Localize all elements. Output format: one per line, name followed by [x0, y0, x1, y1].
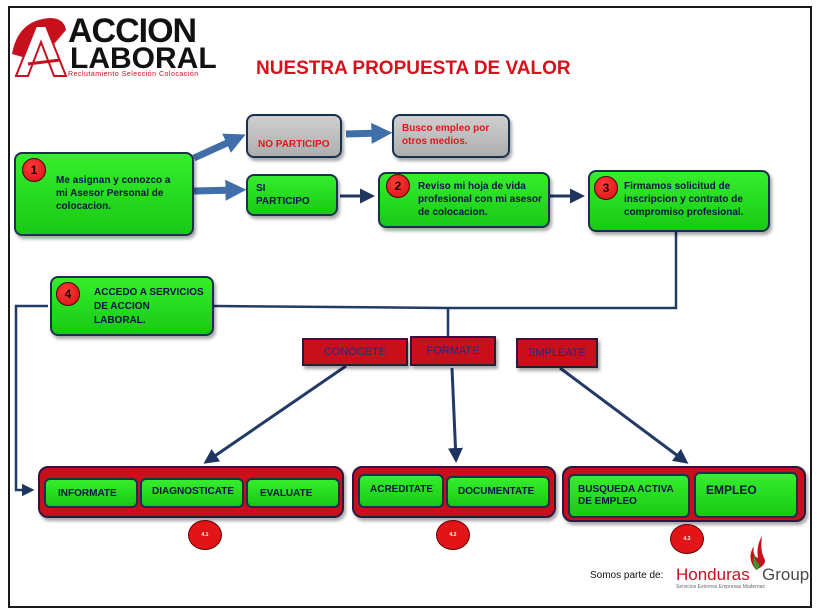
- step-1-badge: 1: [22, 158, 46, 182]
- brand-word-honduras: Honduras: [676, 565, 750, 584]
- logo-word-laboral: LABORAL: [70, 42, 217, 75]
- no-participo-text: NO PARTICIPO: [258, 139, 330, 150]
- arrow-step1-to-si-participo: [193, 179, 247, 201]
- line-step4-to-group1: [14, 304, 48, 497]
- busco-empleo-box: Busco empleo por otros medios.: [392, 114, 510, 158]
- informate-box: INFORMATE: [44, 478, 138, 508]
- step-3-text: Firmamos solicitud de inscripcion y cont…: [624, 181, 744, 218]
- group-4-1: INFORMATE DIAGNOSTICATE EVALUATE: [38, 466, 344, 518]
- slide-frame: [8, 6, 812, 608]
- step-4-text: ACCEDO A SERVICIOS DE ACCION LABORAL.: [94, 287, 204, 326]
- logo-a-mark-icon: [12, 18, 68, 77]
- conocete-box: CONOCETE: [302, 338, 408, 366]
- brand-word-group: Group: [762, 565, 810, 584]
- si-participo-text: SI PARTICIPO: [256, 183, 310, 207]
- group-4-3: BUSQUEDA ACTIVA DE EMPLEO EMPLEO: [562, 466, 806, 522]
- arrow-step1-to-no-participo: [192, 133, 246, 162]
- arrow-no-participo-to-busco: [345, 122, 393, 144]
- arrow-empleate-to-group3: [559, 366, 689, 464]
- logo-tagline: Reclutamiento Selección Colocación: [68, 71, 199, 78]
- step-3-badge: 3: [594, 176, 618, 200]
- badge-4-3: 4.3: [670, 524, 704, 554]
- page-title: NUESTRA PROPUESTA DE VALOR: [256, 58, 571, 79]
- step-3-box: Firmamos solicitud de inscripcion y cont…: [588, 170, 770, 232]
- step-1-text: Me asignan y conozco a mi Asesor Persona…: [56, 175, 171, 212]
- flame-icon: [750, 536, 765, 570]
- line-step3-to-services: [448, 232, 678, 310]
- step-2-text: Reviso mi hoja de vida profesional con m…: [418, 181, 542, 218]
- step-4-badge: 4: [56, 282, 80, 306]
- evaluate-box: EVALUATE: [246, 478, 340, 508]
- empleo-box: EMPLEO: [694, 472, 798, 518]
- no-participo-box: NO PARTICIPO: [246, 114, 342, 158]
- formate-box: FORMATE: [410, 336, 496, 366]
- diagnosticate-box: DIAGNOSTICATE: [140, 478, 244, 508]
- empleate-box: EMPLEATE: [516, 338, 598, 368]
- acreditate-box: ACREDITATE: [358, 474, 444, 508]
- arrow-conocete-to-group1: [203, 364, 347, 464]
- line-service-bar: [213, 304, 449, 310]
- si-participo-box: SI PARTICIPO: [246, 174, 338, 216]
- group-4-2: ACREDITATE DOCUMENTATE: [352, 466, 556, 518]
- busco-empleo-text: Busco empleo por otros medios.: [402, 123, 490, 147]
- logo-word-accion: ACCION: [68, 12, 197, 50]
- step-2-badge: 2: [386, 174, 410, 198]
- step-4-box: ACCEDO A SERVICIOS DE ACCION LABORAL.: [50, 276, 214, 336]
- documentate-box: DOCUMENTATE: [446, 476, 550, 508]
- footer-label: Somos parte de:: [590, 570, 664, 581]
- badge-4-1: 4.1: [188, 520, 222, 550]
- arrow-formate-to-group2: [447, 367, 463, 463]
- brand-tagline: Servicios Externos Empresas Modernas: [676, 584, 765, 590]
- busqueda-activa-box: BUSQUEDA ACTIVA DE EMPLEO: [568, 474, 690, 518]
- badge-4-2: 4.2: [436, 520, 470, 550]
